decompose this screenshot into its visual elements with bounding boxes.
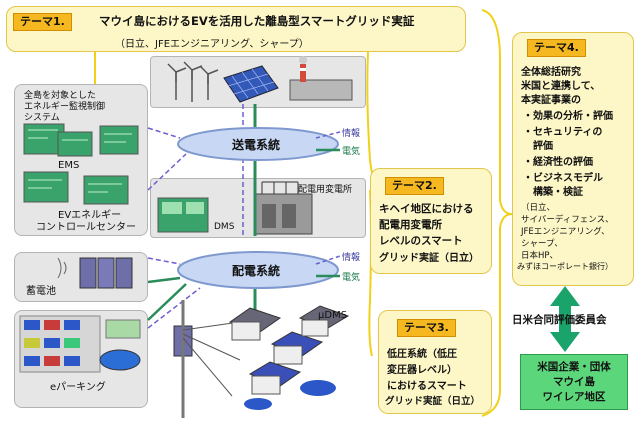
theme4-bullet-6: 構築・検証 [523, 187, 583, 198]
theme4-partner-4: シャープ、 [521, 239, 563, 249]
theme3-line-2: 変圧器レベル） [387, 365, 457, 376]
utility-pole-icon [173, 300, 241, 418]
monitor-icon [23, 123, 139, 157]
control-panel [14, 84, 148, 236]
info-label-bottom: 情報 [342, 253, 361, 263]
parking-label: eパーキング [50, 382, 106, 393]
house-icon [228, 305, 350, 410]
theme2-box: テーマ2. キヘイ地区における 配電用変電所 レベルのスマート グリッド実証（日… [370, 168, 492, 274]
theme1-box: テーマ1. マウイ島におけるEVを活用した離島型スマートグリッド実証 （日立、J… [6, 6, 466, 52]
theme4-line-2: 米国と連携して、 [521, 81, 601, 92]
theme4-partner-1: （日立、 [521, 203, 556, 213]
info-label-top: 情報 [342, 129, 361, 139]
theme4-partner-5: 日本HP、 [521, 251, 559, 261]
us-side-line-1: 米国企業・団体 [537, 361, 611, 373]
theme3-line-4: グリッド実証（日立） [385, 396, 481, 407]
us-side-line-2: マウイ島 [553, 376, 595, 388]
battery-label: 蓄電池 [26, 286, 56, 297]
theme1-tag: テーマ1. [13, 13, 72, 31]
theme4-partner-2: サイバーディフェンス、 [521, 215, 614, 225]
power-label-bottom: 電気 [342, 273, 361, 283]
transformer-icon [157, 181, 313, 235]
theme4-partner-3: JFEエンジニアリング、 [521, 227, 610, 237]
theme3-line-1: 低圧系統（低圧 [387, 349, 457, 360]
theme4-line-1: 全体総括研究 [521, 67, 581, 78]
us-side-box: 米国企業・団体 マウイ島 ワイレア地区 [520, 354, 628, 410]
theme3-box: テーマ3. 低圧系統（低圧 変圧器レベル） におけるスマート グリッド実証（日立… [378, 310, 492, 414]
power-label-top: 電気 [342, 147, 361, 157]
factory-icon [289, 56, 353, 101]
theme4-bullet-5: ・ビジネスモデル [523, 173, 603, 184]
solar-panel-icon [223, 65, 279, 103]
theme1-partners: （日立、JFEエンジニアリング、シャープ） [115, 39, 309, 50]
theme4-partner-6: みずほコーポレート銀行） [517, 262, 613, 271]
udms-label: μDMS [318, 310, 348, 321]
monitor-icon [23, 171, 129, 205]
dms-label: DMS [214, 222, 235, 232]
system-desc-2: エネルギー監視制御 [24, 102, 106, 112]
theme4-box: テーマ4. 全体総括研究 米国と連携して、 本実証事業の ・効果の分析・評価 ・… [512, 32, 634, 286]
theme2-line-1: キヘイ地区における [379, 203, 474, 215]
theme2-tag: テーマ2. [385, 177, 444, 195]
theme1-title: マウイ島におけるEVを活用した離島型スマートグリッド実証 [99, 14, 415, 28]
system-desc-3: システム [24, 113, 60, 123]
committee-label: 日米合同評価委員会 [512, 314, 607, 326]
theme3-tag: テーマ3. [397, 319, 456, 337]
distribution-label: 配電系統 [232, 264, 281, 278]
wind-turbine-icon [167, 61, 219, 102]
theme3-line-3: におけるスマート [387, 381, 467, 392]
double-arrow-icon [550, 286, 580, 352]
theme2-line-4: グリッド実証（日立） [379, 253, 479, 264]
center-label-1: EVエネルギー [58, 210, 122, 221]
theme2-line-3: レベルのスマート [379, 235, 463, 247]
car-icon [19, 315, 141, 373]
transmission-label: 送電系統 [232, 138, 281, 152]
theme4-tag: テーマ4. [527, 39, 586, 57]
center-label-2: コントロールセンター [36, 222, 136, 233]
theme4-bullet-3: 評価 [523, 141, 553, 152]
ems-label: EMS [58, 160, 80, 171]
theme4-bullet-1: ・効果の分析・評価 [523, 111, 613, 122]
us-side-line-3: ワイレア地区 [542, 391, 606, 403]
substation-label: 配電用変電所 [298, 185, 353, 195]
system-desc-1: 全島を対象とした [24, 91, 97, 101]
theme4-line-3: 本実証事業の [521, 95, 581, 106]
theme4-bullet-2: ・セキュリティの [523, 127, 603, 138]
battery-icon [57, 257, 133, 289]
theme2-line-2: 配電用変電所 [379, 219, 442, 231]
theme4-bullet-4: ・経済性の評価 [523, 157, 593, 168]
